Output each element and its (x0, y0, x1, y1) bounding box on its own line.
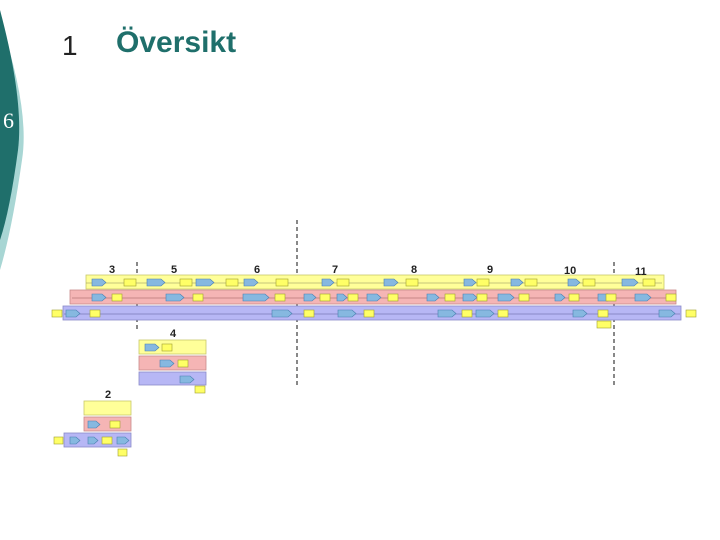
document-box-shape (518, 293, 530, 302)
process-arrow-shape (91, 293, 107, 302)
step-label: 4 (170, 328, 177, 340)
step-label: 10 (564, 265, 576, 277)
document-box-shape (597, 309, 609, 318)
document-box-shape (568, 293, 580, 302)
document-box-shape (582, 278, 596, 287)
process-arrow-shape (572, 309, 588, 318)
process-arrow-shape (69, 436, 81, 445)
document-box-shape (363, 309, 375, 318)
process-arrow-shape (366, 293, 382, 302)
document-box-shape (405, 278, 419, 287)
process-arrow-shape (144, 343, 160, 352)
step-label: 5 (171, 264, 177, 276)
process-arrow-shape (195, 278, 215, 287)
process-arrow-shape (165, 293, 185, 302)
process-arrow-shape (658, 309, 676, 318)
process-arrow-shape (510, 278, 524, 287)
document-box-shape (225, 278, 239, 287)
document-box-shape (605, 293, 617, 302)
process-arrow-shape (462, 293, 478, 302)
side-page-number: 6 (3, 108, 14, 133)
document-box-shape (274, 293, 286, 302)
process-arrow-shape (87, 420, 101, 429)
process-arrow-shape (426, 293, 440, 302)
document-box-shape (117, 448, 128, 457)
step-label: 7 (332, 264, 338, 276)
document-box-shape (497, 309, 509, 318)
process-arrow-shape (337, 309, 357, 318)
step-label: 3 (109, 264, 115, 276)
process-arrow-shape (116, 436, 130, 445)
document-box-shape (275, 278, 289, 287)
document-box-shape (53, 436, 64, 445)
process-arrow-shape (87, 436, 99, 445)
step-label: 9 (487, 264, 493, 276)
process-arrow-shape (621, 278, 639, 287)
process-arrow-shape (567, 278, 581, 287)
lane-yellow (83, 400, 132, 416)
slide-title: Översikt (116, 26, 237, 59)
process-arrow-shape (271, 309, 293, 318)
document-box-shape (109, 420, 121, 429)
process-arrow-shape (146, 278, 166, 287)
document-box-shape (177, 359, 189, 368)
document-box-shape (123, 278, 137, 287)
process-arrow-shape (383, 278, 399, 287)
document-box-shape (461, 309, 473, 318)
process-arrow-shape (159, 359, 175, 368)
process-arrow-shape (475, 309, 495, 318)
document-box-shape (194, 385, 206, 394)
document-box-shape (476, 293, 488, 302)
document-box-shape (319, 293, 331, 302)
step-label: 6 (254, 264, 260, 276)
document-box-shape (111, 293, 123, 302)
document-box-shape (596, 320, 612, 329)
document-box-shape (303, 309, 315, 318)
process-arrow-shape (437, 309, 457, 318)
document-box-shape (336, 278, 350, 287)
process-arrow-shape (243, 278, 259, 287)
process-arrow-shape (336, 293, 348, 302)
step-label: 11 (635, 266, 647, 278)
document-box-shape (444, 293, 456, 302)
process-arrow-shape (91, 278, 107, 287)
document-box-shape (179, 278, 193, 287)
process-arrow-shape (463, 278, 477, 287)
document-box-shape (476, 278, 490, 287)
process-arrow-shape (634, 293, 652, 302)
process-arrow-shape (321, 278, 335, 287)
process-arrow-shape (65, 309, 81, 318)
document-box-shape (387, 293, 399, 302)
document-box-shape (642, 278, 656, 287)
document-box-shape (347, 293, 359, 302)
document-box-shape (192, 293, 204, 302)
process-arrow-shape (179, 375, 195, 384)
document-box-shape (89, 309, 101, 318)
process-arrow-shape (303, 293, 317, 302)
step-label: 2 (105, 389, 111, 401)
process-arrow-shape (242, 293, 270, 302)
document-box-shape (101, 436, 113, 445)
document-box-shape (685, 309, 697, 318)
document-box-shape (665, 293, 677, 302)
process-arrow-shape (497, 293, 515, 302)
document-box-shape (524, 278, 538, 287)
side-swoosh (0, 10, 24, 270)
document-box-shape (161, 343, 173, 352)
lane-blue (138, 371, 207, 386)
step-label: 8 (411, 264, 417, 276)
document-box-shape (51, 309, 63, 318)
slide-number: 1 (62, 30, 78, 61)
process-arrow-shape (554, 293, 566, 302)
